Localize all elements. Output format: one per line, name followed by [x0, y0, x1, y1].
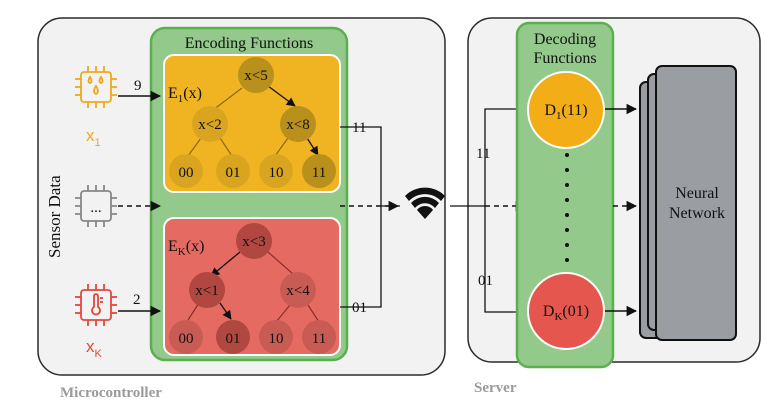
tree-node-root	[236, 223, 272, 259]
neural-network-label-line2: Network	[669, 205, 725, 222]
encoder-k-box	[163, 217, 341, 356]
tree-leaf-label: 00	[179, 165, 194, 181]
decoder-1-input-value: 11	[476, 146, 490, 162]
tree-node-right-label: x<8	[286, 117, 309, 133]
tree-edge	[187, 137, 202, 157]
generic-chip-icon	[75, 185, 117, 227]
decoder-k-node	[527, 272, 605, 350]
tree-edge	[219, 137, 233, 157]
tree-node-left-label: x<2	[198, 117, 221, 133]
tree-node-left	[189, 272, 225, 308]
neural-network-stack	[639, 65, 737, 341]
server-label: Server	[474, 380, 517, 396]
tree-node-root-label: x<3	[242, 234, 265, 250]
tree-node-root-label: x<5	[244, 68, 267, 84]
tree-edge-path	[219, 302, 232, 320]
tree-leaf-label: 10	[269, 331, 284, 347]
generic-chip-ellipsis: ...	[90, 200, 101, 216]
tree-edge	[307, 304, 320, 323]
tree-edge	[267, 251, 294, 275]
encoder-1-box	[163, 54, 341, 193]
sensor-k-value: 2	[133, 292, 141, 308]
tree-leaf	[169, 320, 203, 354]
decoder-ellipsis-dots	[565, 153, 569, 262]
tree-leaf-selected	[216, 320, 250, 354]
tree-edge	[212, 87, 243, 111]
decoder-1-node	[527, 71, 605, 149]
tree-leaf	[216, 154, 250, 188]
tree-node-right-label: x<4	[286, 283, 310, 299]
nn-card-front	[655, 65, 737, 341]
sensor-data-label: Sensor Data	[45, 175, 64, 258]
decoder-k-input-value: 01	[478, 273, 493, 289]
encoder-k-output-wire	[340, 206, 382, 308]
tree-leaf-label: 01	[226, 331, 241, 347]
decoding-functions-title-line1: Decoding	[534, 31, 596, 48]
sensor-k-name: xK	[86, 337, 103, 360]
decoder-1-input-wire	[484, 104, 528, 206]
thermometer-chip-icon	[75, 284, 117, 326]
encoder-1-label: E1(x)	[168, 85, 202, 105]
encoder-k-label: EK(x)	[168, 238, 204, 258]
tree-leaf	[302, 320, 336, 354]
tree-node-root	[238, 57, 274, 93]
tree-leaf-selected	[302, 154, 336, 188]
tree-leaf-label: 10	[269, 165, 284, 181]
tree-edge	[275, 304, 291, 323]
tree-leaf	[259, 320, 293, 354]
tree-node-left-label: x<1	[195, 283, 218, 299]
neural-network-label-line1: Neural	[675, 185, 719, 202]
decoder-1-label: D1(11)	[544, 102, 587, 122]
encoder-1-output-value: 11	[352, 120, 366, 136]
sensor-1-name: x1	[86, 126, 101, 149]
encoding-functions-title: Encoding Functions	[185, 35, 313, 52]
tree-edge	[187, 302, 200, 321]
tree-node-left	[192, 106, 228, 142]
tree-edge-path	[267, 85, 296, 107]
tree-leaf	[169, 154, 203, 188]
encoder-k-output-value: 01	[352, 300, 367, 316]
tree-edge-path	[210, 251, 241, 277]
tree-node-right	[280, 272, 316, 308]
sensor-1-value: 9	[134, 78, 142, 94]
tree-leaf-label: 11	[312, 331, 326, 347]
wireless-icon	[405, 187, 445, 219]
tree-leaf-label: 01	[226, 165, 241, 181]
microcontroller-label: Microcontroller	[60, 385, 162, 401]
tree-leaf-label: 11	[312, 165, 326, 181]
tree-leaf-label: 00	[179, 331, 194, 347]
decoding-functions-title-line2: Functions	[533, 50, 596, 67]
tree-edge-path	[306, 137, 319, 156]
decoder-k-input-wire	[484, 206, 528, 317]
tree-edge	[274, 137, 289, 157]
tree-node-right	[280, 106, 316, 142]
decoder-k-label: DK(01)	[543, 303, 589, 323]
water-drops-chip-icon	[75, 66, 117, 108]
tree-leaf	[259, 154, 293, 188]
